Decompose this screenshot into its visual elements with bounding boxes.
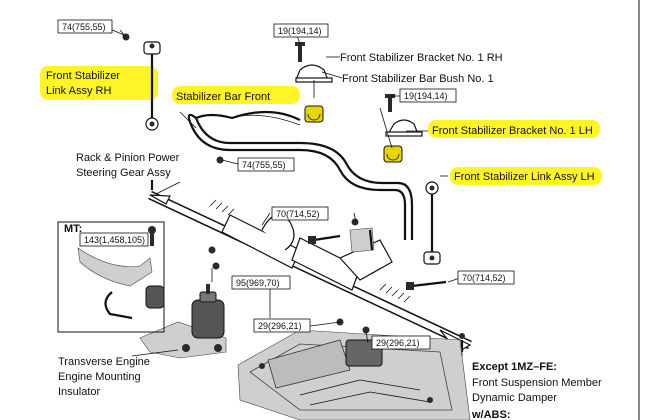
label-damper-line2: Dynamic Damper bbox=[472, 392, 557, 404]
highlight-link-lh bbox=[450, 167, 602, 185]
label-damper-line1: Front Suspension Member bbox=[472, 377, 602, 389]
torque-boxes: 74(755,55) 19(194,14) 19(194,14) 74(755,… bbox=[57, 19, 515, 350]
bolt-bracket-lh bbox=[388, 96, 392, 112]
label-bush: Front Stabilizer Bar Bush No. 1 bbox=[342, 73, 494, 85]
label-bar-front: Stabilizer Bar Front bbox=[176, 91, 270, 103]
torque-box-29-right bbox=[371, 335, 431, 350]
torque-143: 143(1,458,105) bbox=[84, 235, 145, 245]
mt-inset bbox=[57, 221, 165, 333]
nut-bar-left bbox=[216, 156, 224, 164]
torque-29-left: 29(296,21) bbox=[258, 321, 302, 331]
torque-29-right: 29(296,21) bbox=[376, 338, 420, 348]
part-labels: Front Stabilizer Bracket No. 1 RH Front … bbox=[46, 52, 602, 420]
torque-box-70-right bbox=[457, 270, 515, 285]
torque-74-mid: 74(755,55) bbox=[242, 160, 286, 170]
label-link-rh-line1: Front Stabilizer bbox=[46, 70, 120, 82]
parts-drawing bbox=[57, 29, 472, 420]
suspension-member bbox=[237, 329, 471, 420]
stabilizer-link-rh bbox=[143, 41, 161, 131]
torque-box-19-top bbox=[273, 23, 329, 38]
label-bracket-rh: Front Stabilizer Bracket No. 1 RH bbox=[340, 52, 503, 64]
torque-box-74-top bbox=[57, 19, 113, 34]
torque-74-top: 74(755,55) bbox=[62, 22, 106, 32]
highlight-bar-front bbox=[172, 86, 300, 104]
torque-box-143 bbox=[79, 232, 149, 247]
stabilizer-bar-lower bbox=[188, 121, 407, 240]
label-mt: MT: bbox=[64, 223, 82, 235]
engine-mount-insulator bbox=[139, 284, 227, 359]
label-engine-line2: Engine Mounting bbox=[58, 371, 141, 383]
rack-bolts bbox=[208, 218, 447, 334]
label-abs: w/ABS: bbox=[471, 409, 511, 420]
label-engine-line3: Insulator bbox=[58, 386, 101, 398]
torque-box-19-right bbox=[399, 88, 457, 103]
highlight-bracket-lh bbox=[428, 120, 600, 138]
label-engine-line1: Transverse Engine bbox=[58, 356, 150, 368]
label-rack-line1: Rack & Pinion Power bbox=[76, 152, 180, 164]
torque-70-right: 70(714,52) bbox=[462, 273, 506, 283]
torque-box-95 bbox=[231, 275, 291, 290]
label-link-lh: Front Stabilizer Link Assy LH bbox=[454, 171, 595, 183]
label-link-rh-line2: Link Assy RH bbox=[46, 85, 111, 97]
steering-rack bbox=[148, 180, 472, 353]
bush-lh bbox=[383, 145, 403, 163]
bush-rh bbox=[304, 105, 324, 123]
label-bracket-lh: Front Stabilizer Bracket No. 1 LH bbox=[432, 125, 593, 137]
stabilizer-link-lh bbox=[423, 181, 441, 265]
torque-box-70-mid bbox=[271, 206, 329, 221]
bolt-bracket-rh bbox=[298, 44, 302, 62]
stabilizer-bar-upper bbox=[194, 117, 414, 240]
torque-95: 95(969,70) bbox=[236, 278, 280, 288]
label-rack-line2: Steering Gear Assy bbox=[76, 167, 171, 179]
torque-19-right: 19(194,14) bbox=[404, 91, 448, 101]
torque-70-mid: 70(714,52) bbox=[276, 209, 320, 219]
highlights bbox=[40, 66, 602, 185]
torque-19-top: 19(194,14) bbox=[278, 26, 322, 36]
torque-box-29-left bbox=[253, 318, 311, 333]
highlight-link-rh bbox=[40, 66, 158, 100]
torque-box-74-mid bbox=[237, 157, 295, 172]
label-except: Except 1MZ–FE: bbox=[472, 361, 557, 373]
